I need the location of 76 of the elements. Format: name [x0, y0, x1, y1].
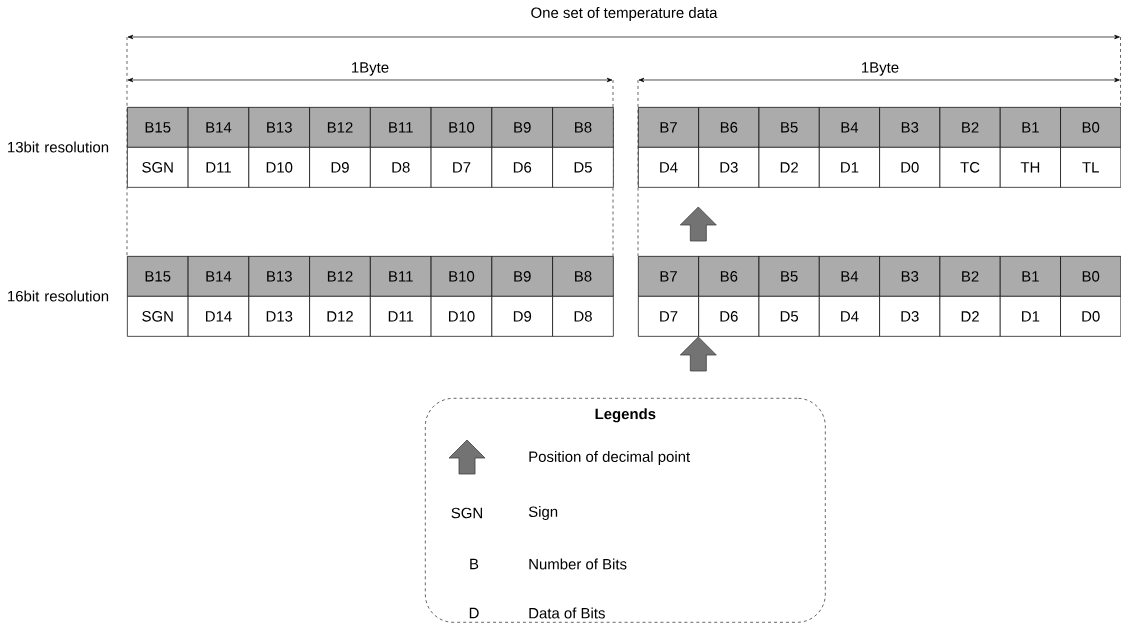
register-cell: D1 — [818, 147, 880, 188]
register-cell: B2 — [939, 107, 1001, 148]
register-cell: B10 — [430, 256, 493, 297]
legend-symbol: D — [469, 607, 479, 619]
row-label: 13bit resolution — [8, 141, 109, 153]
register-cell: D9 — [309, 147, 371, 188]
register-cell: D3 — [879, 296, 941, 337]
register-cell: B5 — [758, 107, 820, 148]
register-cell: B9 — [491, 256, 553, 297]
register-cell: B12 — [309, 107, 371, 148]
register-cell: B11 — [370, 256, 432, 297]
register-cell: TL — [1060, 147, 1121, 188]
register-cell: D9 — [491, 296, 553, 337]
register-cell: SGN — [127, 147, 189, 188]
register-cell: D4 — [638, 147, 699, 188]
register-cell: B15 — [127, 256, 189, 297]
register-cell: D10 — [248, 147, 310, 188]
register-cell: D3 — [698, 147, 760, 188]
register-cell: B7 — [638, 256, 699, 297]
register-cell: B6 — [698, 107, 760, 148]
register-cell: B3 — [879, 256, 941, 297]
register-cell: D5 — [758, 296, 820, 337]
register-cell: D0 — [1060, 296, 1121, 337]
register-cell: B15 — [127, 107, 189, 148]
register-cell: B5 — [758, 256, 820, 297]
register-cell: D11 — [370, 296, 432, 337]
legend-text: Number of Bits — [529, 558, 627, 570]
register-cell: D1 — [999, 296, 1061, 337]
register-cell: B0 — [1060, 256, 1121, 297]
register-cell: B4 — [818, 107, 880, 148]
register-cell: TH — [999, 147, 1061, 188]
register-cell: B8 — [552, 256, 614, 297]
legend-symbol: SGN — [451, 507, 482, 519]
register-cell: B7 — [638, 107, 699, 148]
register-cell: D12 — [309, 296, 371, 337]
register-cell: D13 — [248, 296, 310, 337]
register-cell: B2 — [939, 256, 1001, 297]
register-cell: D8 — [552, 296, 614, 337]
register-cell: D14 — [187, 296, 250, 337]
register-cell: SGN — [127, 296, 189, 337]
register-cell: D0 — [879, 147, 941, 188]
register-cell: D7 — [430, 147, 493, 188]
dimension-label: One set of temperature data — [531, 7, 718, 21]
register-cell: D4 — [818, 296, 880, 337]
register-cell: B11 — [370, 107, 432, 148]
register-cell: B8 — [552, 107, 614, 148]
dimension-label: 1Byte — [352, 62, 389, 76]
register-cell: D6 — [491, 147, 553, 188]
register-cell: D11 — [187, 147, 250, 188]
register-cell: B9 — [491, 107, 553, 148]
register-cell: B4 — [818, 256, 880, 297]
legend-symbol: B — [470, 558, 479, 570]
register-cell: D2 — [939, 296, 1001, 337]
register-cell: B13 — [248, 256, 310, 297]
register-cell: B14 — [187, 256, 250, 297]
register-cell: B12 — [309, 256, 371, 297]
register-cell: B13 — [248, 107, 310, 148]
register-cell: B3 — [879, 107, 941, 148]
register-cell: B10 — [430, 107, 493, 148]
register-cell: D6 — [698, 296, 760, 337]
register-cell: TC — [939, 147, 1001, 188]
register-cell: B0 — [1060, 107, 1121, 148]
register-cell: B1 — [999, 256, 1061, 297]
register-cell: B14 — [187, 107, 250, 148]
register-cell: D7 — [638, 296, 699, 337]
register-cell: D5 — [552, 147, 614, 188]
legend-text: Data of Bits — [529, 607, 605, 619]
legend-text: Position of decimal point — [529, 451, 691, 465]
register-cell: D10 — [430, 296, 493, 337]
row-label: 16bit resolution — [8, 290, 109, 302]
register-cell: B6 — [698, 256, 760, 297]
dimension-label: 1Byte — [862, 62, 899, 76]
register-cell: D2 — [758, 147, 820, 188]
register-cell: B1 — [999, 107, 1061, 148]
legend-text: Sign — [528, 506, 558, 520]
register-cell: D8 — [370, 147, 432, 188]
